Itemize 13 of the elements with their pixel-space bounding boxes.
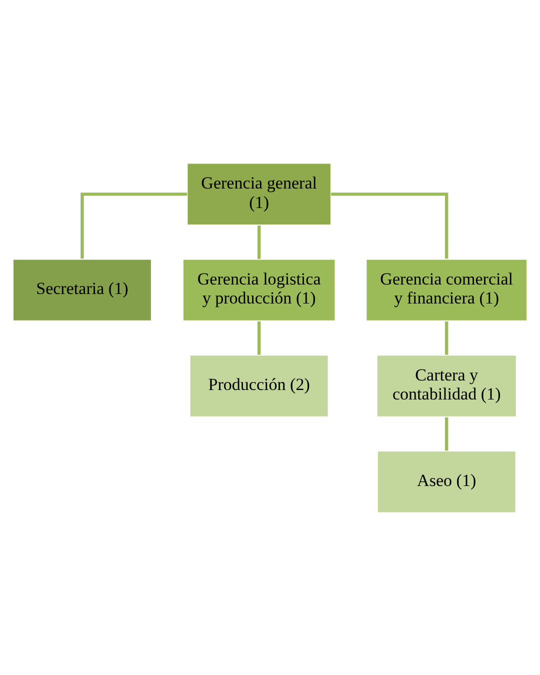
connector [80,192,188,258]
node-box: Aseo (1) [376,450,516,513]
node-box: Cartera y contabilidad (1) [376,354,517,417]
node-box: Gerencia comercial y financiera (1) [366,258,528,321]
connector [331,192,448,258]
node-box: Producción (2) [189,354,329,417]
connector [257,320,261,354]
node-box: Secretaria (1) [12,258,152,321]
connector [445,320,448,354]
node-box: Gerencia logistica y producción (1) [182,258,336,321]
connector [445,416,448,450]
node-box: Gerencia general (1) [186,162,332,226]
connector [257,225,261,258]
